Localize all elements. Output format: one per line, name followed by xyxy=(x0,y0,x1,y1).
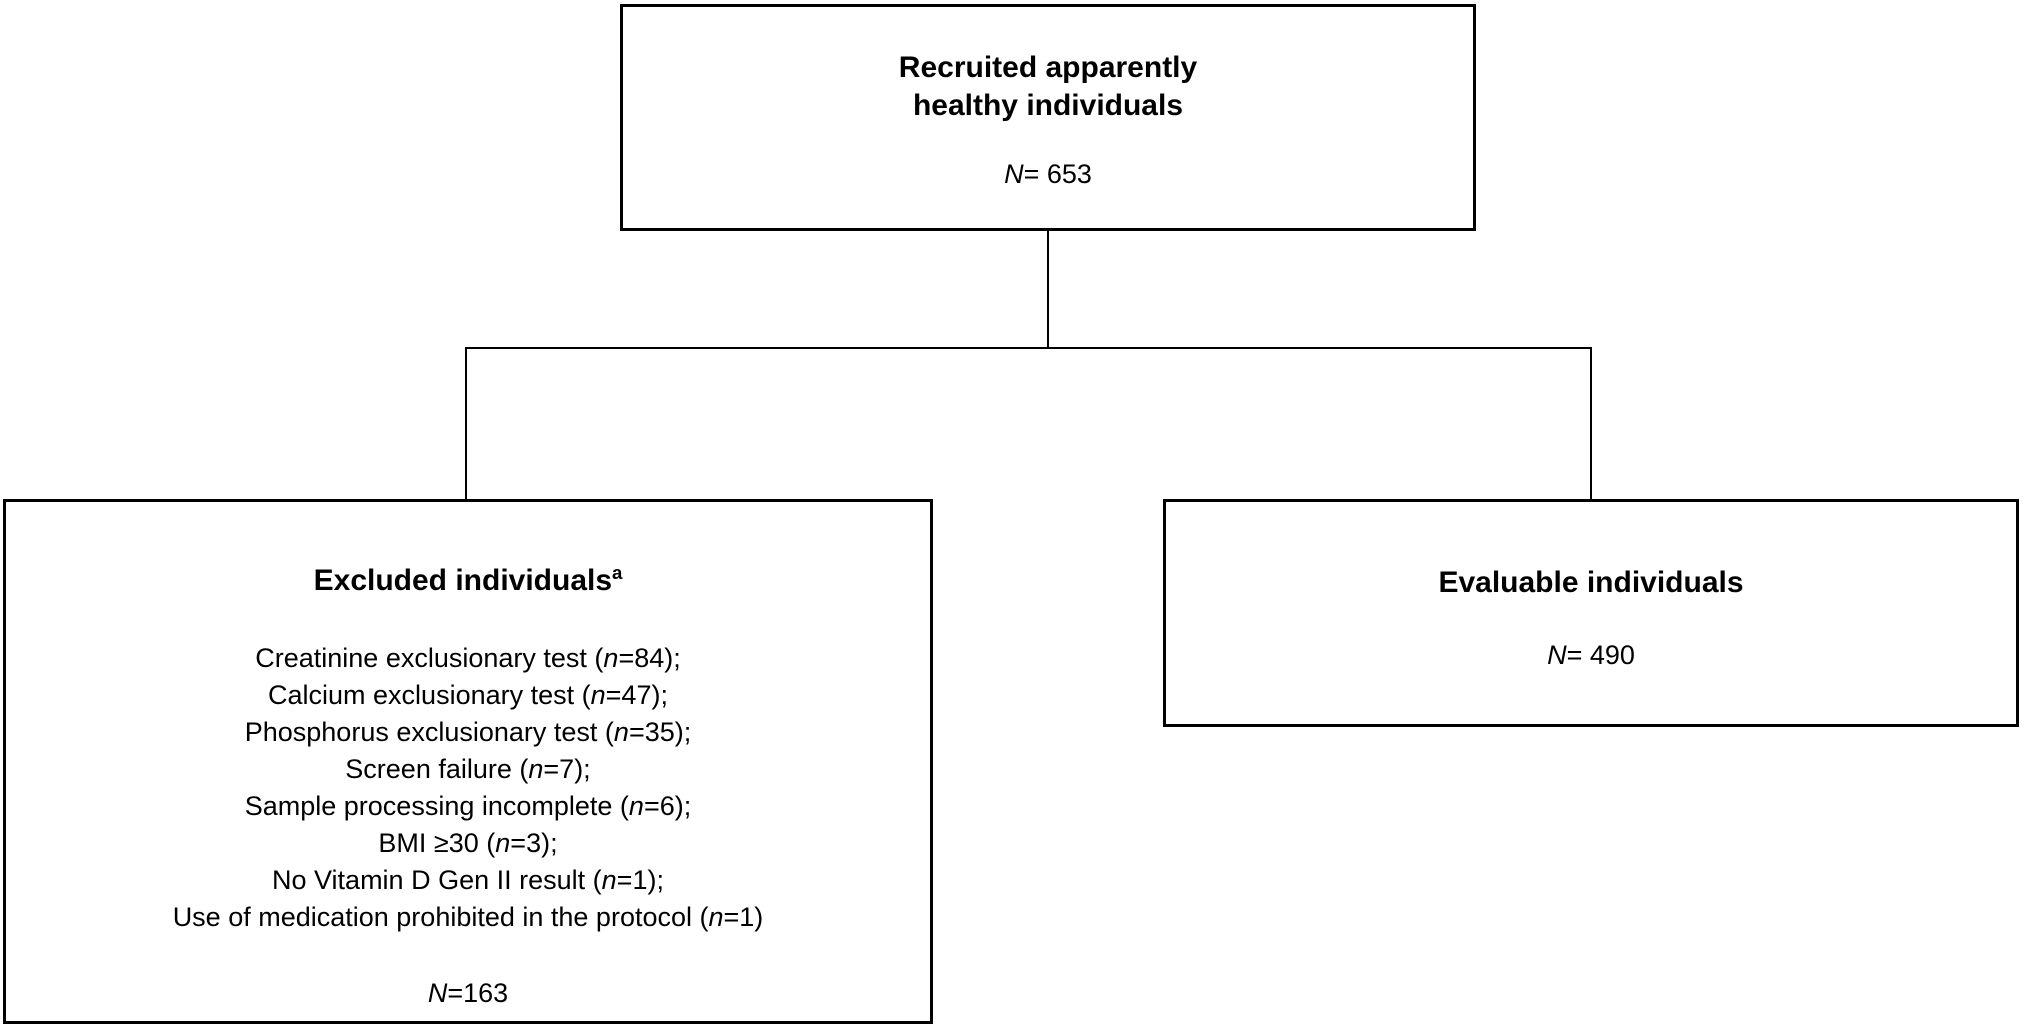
excluded-box-count: N=163 xyxy=(428,974,508,1012)
exclusion-item-text: Use of medication prohibited in the prot… xyxy=(172,902,709,932)
n-symbol: n xyxy=(603,643,619,673)
excluded-n-symbol: N xyxy=(427,978,448,1008)
n-symbol: n xyxy=(590,680,606,710)
connector-drop-right xyxy=(1590,347,1592,499)
exclusion-item: No Vitamin D Gen II result (n=1); xyxy=(173,862,764,899)
exclusion-list: Creatinine exclusionary test (n=84); Cal… xyxy=(173,640,764,936)
recruited-box-count: N= 653 xyxy=(1004,155,1092,193)
recruited-n-value: = 653 xyxy=(1023,159,1092,189)
excluded-n-value: =163 xyxy=(447,978,509,1008)
n-symbol: n xyxy=(528,754,544,784)
exclusion-item-count: =3); xyxy=(510,828,558,858)
exclusion-item-count: =35); xyxy=(628,717,692,747)
exclusion-item-text: Phosphorus exclusionary test ( xyxy=(244,717,614,747)
exclusion-item-count: =6); xyxy=(643,791,692,821)
evaluable-n-value: = 490 xyxy=(1566,640,1635,670)
exclusion-item: Calcium exclusionary test (n=47); xyxy=(173,677,764,714)
excluded-box-title: Excluded individualsa xyxy=(314,562,623,600)
recruited-title-line2: healthy individuals xyxy=(912,89,1184,122)
excluded-title-text: Excluded individuals xyxy=(313,564,613,597)
exclusion-item-text: Creatinine exclusionary test ( xyxy=(255,643,604,673)
recruited-box-title: Recruited apparently healthy individuals xyxy=(899,49,1197,125)
exclusion-item-text: No Vitamin D Gen II result ( xyxy=(272,865,602,895)
exclusion-item-text: Sample processing incomplete ( xyxy=(244,791,629,821)
exclusion-item-count: =1) xyxy=(723,902,764,932)
exclusion-item: Phosphorus exclusionary test (n=35); xyxy=(173,714,764,751)
evaluable-box-count: N= 490 xyxy=(1547,636,1635,674)
exclusion-item: BMI ≥30 (n=3); xyxy=(173,825,764,862)
exclusion-item: Creatinine exclusionary test (n=84); xyxy=(173,640,764,677)
evaluable-title-text: Evaluable individuals xyxy=(1438,566,1744,599)
evaluable-box-title: Evaluable individuals xyxy=(1438,564,1743,602)
exclusion-item: Sample processing incomplete (n=6); xyxy=(173,788,764,825)
recruited-n-symbol: N xyxy=(1004,159,1024,189)
exclusion-item: Use of medication prohibited in the prot… xyxy=(173,899,764,936)
n-symbol: n xyxy=(495,828,511,858)
exclusion-item-count: =47); xyxy=(605,680,668,710)
n-symbol: n xyxy=(601,865,617,895)
exclusion-item: Screen failure (n=7); xyxy=(173,751,764,788)
evaluable-box: Evaluable individuals N= 490 xyxy=(1163,499,2019,727)
exclusion-item-text: BMI ≥30 ( xyxy=(378,828,496,858)
exclusion-item-text: Calcium exclusionary test ( xyxy=(268,680,591,710)
n-symbol: n xyxy=(628,791,644,821)
n-symbol: n xyxy=(613,717,629,747)
exclusion-item-count: =7); xyxy=(543,754,591,784)
exclusion-item-text: Screen failure ( xyxy=(345,754,529,784)
connector-stem xyxy=(1047,230,1049,348)
exclusion-item-count: =84); xyxy=(618,643,681,673)
recruited-title-line1: Recruited apparently xyxy=(898,51,1198,84)
connector-branch xyxy=(465,347,1592,349)
exclusion-item-count: =1); xyxy=(616,865,664,895)
connector-drop-left xyxy=(465,347,467,499)
recruited-box: Recruited apparently healthy individuals… xyxy=(620,4,1476,231)
excluded-box: Excluded individualsa Creatinine exclusi… xyxy=(3,499,933,1024)
n-symbol: n xyxy=(708,902,724,932)
excluded-footnote-marker: a xyxy=(612,562,623,583)
evaluable-n-symbol: N xyxy=(1547,640,1567,670)
